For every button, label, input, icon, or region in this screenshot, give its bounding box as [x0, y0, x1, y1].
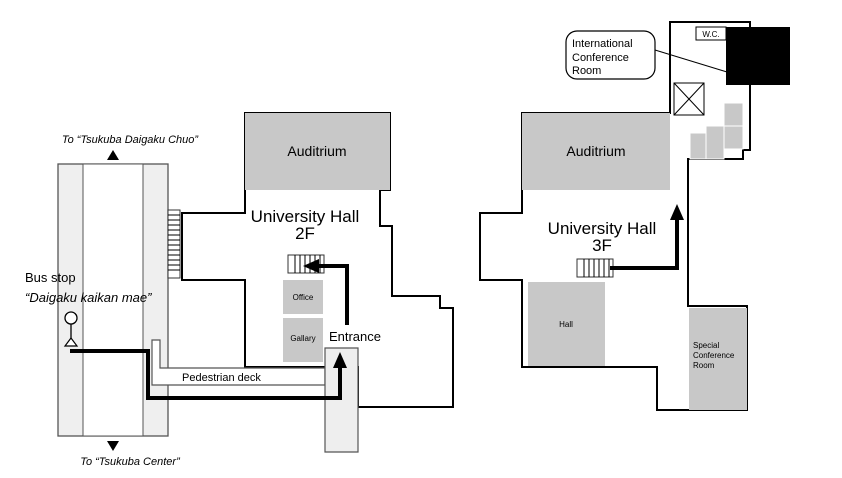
- pedestrian-deck-label: Pedestrian deck: [182, 372, 261, 384]
- auditorium-3f: [522, 113, 670, 190]
- annex-steps: [689, 102, 744, 160]
- south-arrow-icon: [107, 441, 119, 451]
- direction-north-label: To “Tsukuba Daigaku Chuo”: [62, 134, 199, 146]
- direction-south-label: To “Tsukuba Center”: [80, 456, 181, 468]
- special-conference-label-2: Conference: [693, 351, 735, 360]
- north-arrow-icon: [107, 150, 119, 160]
- wc-label: W.C.: [702, 30, 719, 39]
- building-3f-name: University Hall: [548, 219, 657, 238]
- office-room: [283, 280, 323, 314]
- road: [57, 163, 169, 437]
- route-stairs-arrowhead-icon: [303, 259, 319, 273]
- auditorium-2f-label: Auditrium: [287, 143, 346, 159]
- route-3f: [610, 219, 679, 270]
- international-conference-label-3: Room: [572, 65, 601, 77]
- bus-stop-label: Bus stop: [25, 270, 76, 285]
- side-steps-frame: [167, 209, 181, 279]
- international-conference-callout: [565, 30, 656, 80]
- special-conference-room: [689, 308, 747, 410]
- special-conference-label-3: Room: [693, 361, 715, 370]
- route-to-stairs-2f: [318, 264, 349, 325]
- international-conference-label-2: Conference: [572, 52, 629, 64]
- office-label: Office: [293, 293, 314, 302]
- special-conference-label-1: Special: [693, 341, 719, 350]
- auditorium-3f-label: Auditrium: [566, 143, 625, 159]
- gallery-label: Gallary: [290, 334, 315, 343]
- bus-stop-icon: [63, 311, 79, 347]
- auditorium-2f: [245, 113, 390, 190]
- international-conference-room: [726, 27, 790, 85]
- building-2f-floor: 2F: [295, 224, 315, 243]
- route-entrance-arrowhead-icon: [333, 352, 347, 368]
- international-conference-label-1: International: [572, 38, 633, 50]
- bus-stop-name: “Daigaku kaikan mae”: [25, 290, 152, 305]
- road-center: [83, 164, 143, 436]
- side-steps: [167, 209, 181, 279]
- callout-leader-line: [654, 49, 728, 73]
- hall-room: [528, 282, 605, 366]
- entrance-label: Entrance: [329, 329, 381, 344]
- route-to-entrance: [70, 349, 342, 400]
- gallery-room: [283, 318, 323, 362]
- building-2f-name: University Hall: [251, 207, 360, 226]
- building-3f-floor: 3F: [592, 236, 612, 255]
- route-3f-arrowhead-icon: [670, 204, 684, 220]
- stairs-3f: [576, 258, 614, 278]
- hall-label: Hall: [559, 320, 573, 329]
